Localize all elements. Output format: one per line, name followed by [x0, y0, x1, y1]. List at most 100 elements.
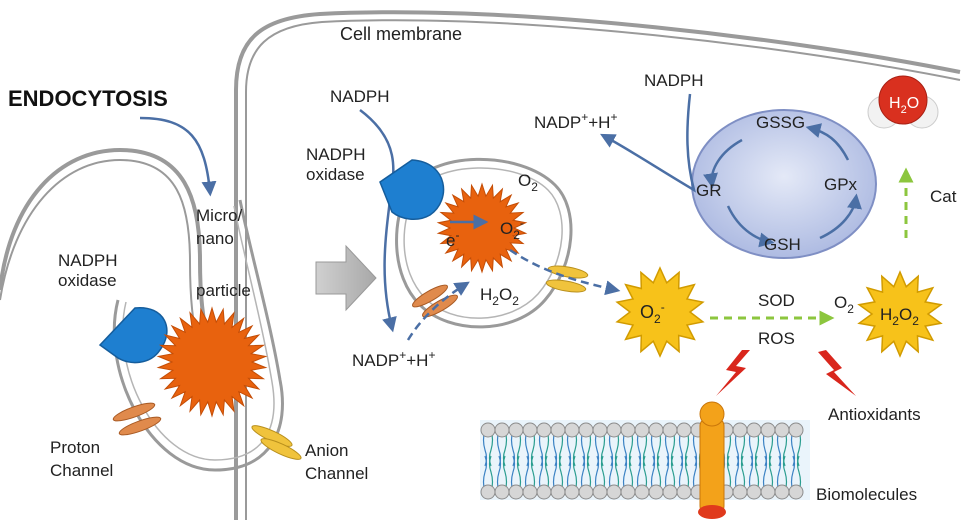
nadph-right-label: NADPH [644, 71, 704, 90]
lipid-head [662, 422, 678, 438]
lightning-icon [716, 350, 750, 396]
lipid-head [760, 484, 776, 500]
proton-channel-2 [118, 416, 162, 436]
cell-membrane-label: Cell membrane [340, 24, 462, 44]
lipid-head [550, 484, 566, 500]
superoxide-star-label: O2- [640, 300, 665, 326]
particle-label-2: nano [196, 229, 234, 248]
lipid-head [662, 484, 678, 500]
h2o-label: H2O [889, 95, 919, 116]
nadph-oxidase-electron-path [359, 109, 397, 333]
anion-channel-3 [547, 265, 589, 279]
nadph-oxidase-left-line2: oxidase [58, 271, 117, 290]
lipid-head [634, 422, 650, 438]
lipid-head [550, 422, 566, 438]
nadph-top-label: NADPH [330, 87, 390, 106]
electron-label: e- [446, 228, 459, 250]
lipid-head [508, 484, 524, 500]
lipid-head [480, 422, 496, 438]
lipid-head [676, 484, 692, 500]
lipid-head [774, 484, 790, 500]
sod-label: SOD [758, 291, 795, 310]
lipid-head [620, 422, 636, 438]
biomolecules-label: Biomolecules [816, 485, 917, 504]
nadph-oxidase-mid-line2: oxidase [306, 165, 365, 184]
nadph-oxidase-left-line1: NADPH [58, 251, 118, 270]
endocytosis-arrow [139, 116, 217, 197]
superoxide-vesicle-label: O2- [500, 216, 524, 242]
lipid-head [578, 484, 594, 500]
particle-icon [156, 306, 268, 418]
proton-import-arrow [406, 281, 470, 341]
gpx-label: GPx [824, 175, 858, 194]
endosome-left [112, 199, 284, 472]
h2o-molecule-icon [867, 75, 939, 129]
lipid-head [494, 422, 510, 438]
proton-channel-4 [422, 294, 458, 318]
particle-label-1: Micro/ [196, 206, 243, 225]
particle-label-3: particle [196, 281, 251, 300]
endocytosis-label: ENDOCYTOSIS [8, 86, 168, 111]
lipid-head [522, 484, 538, 500]
lipid-head [592, 484, 608, 500]
gr-label: GR [696, 181, 722, 200]
lipid-head [648, 422, 664, 438]
lipid-head [620, 484, 636, 500]
proton-channel-1 [112, 402, 156, 422]
superoxide-star-icon [615, 266, 705, 358]
lipid-head [648, 484, 664, 500]
ros-label: ROS [758, 329, 795, 348]
lipid-bilayer-icon [480, 420, 810, 500]
gsh-label: GSH [764, 235, 801, 254]
lipid-head [522, 422, 538, 438]
o2-right-label: O2 [834, 293, 854, 316]
nadph-oxidase-mid-line1: NADPH [306, 145, 366, 164]
nadph-oxidase-icon [98, 307, 168, 364]
lipid-head [746, 422, 762, 438]
cat-label: Cat [930, 187, 957, 206]
nadp-bottom-label: NADP++H+ [352, 348, 435, 370]
gssg-label: GSSG [756, 113, 805, 132]
antioxidants-label: Antioxidants [828, 405, 921, 424]
transition-arrow [315, 244, 377, 312]
lipid-head [746, 484, 762, 500]
lipid-head [774, 422, 790, 438]
lipid-head [480, 484, 496, 500]
h2o2-star-icon [857, 270, 943, 358]
lipid-head [788, 484, 804, 500]
o2-vesicle-label: O2 [518, 171, 538, 194]
membrane-protein-icon [698, 401, 726, 519]
nadp-right-label: NADP++H+ [534, 110, 617, 132]
lipid-head [760, 422, 776, 438]
h2o2-vesicle-label: H2O2 [480, 285, 519, 308]
lipid-head [606, 484, 622, 500]
nadph-oxidase-icon [379, 159, 445, 220]
lipid-head [536, 484, 552, 500]
lipid-head [564, 422, 580, 438]
h2o2-star-label: H2O2 [880, 305, 919, 328]
lipid-head [494, 484, 510, 500]
lipid-head [578, 422, 594, 438]
lipid-head [536, 422, 552, 438]
lightning-icon [818, 350, 856, 396]
anion-channel-label-1: Anion [305, 441, 348, 460]
lipid-head [508, 422, 524, 438]
lipid-head [564, 484, 580, 500]
lipid-head [606, 422, 622, 438]
lipid-head [732, 484, 748, 500]
lipid-head [732, 422, 748, 438]
lipid-head [592, 422, 608, 438]
superoxide-export-arrow [509, 248, 621, 296]
proton-channel-3 [412, 284, 448, 308]
proton-channel-label-1: Proton [50, 438, 100, 457]
lipid-head [676, 422, 692, 438]
anion-channel-2 [260, 438, 302, 460]
vesicle-middle [395, 157, 573, 329]
nadph-consumption-arrow [600, 93, 696, 193]
proton-channel-label-2: Channel [50, 461, 113, 480]
lipid-head [788, 422, 804, 438]
anion-channel-label-2: Channel [305, 464, 368, 483]
anion-channel-4 [545, 279, 587, 293]
lipid-head [634, 484, 650, 500]
